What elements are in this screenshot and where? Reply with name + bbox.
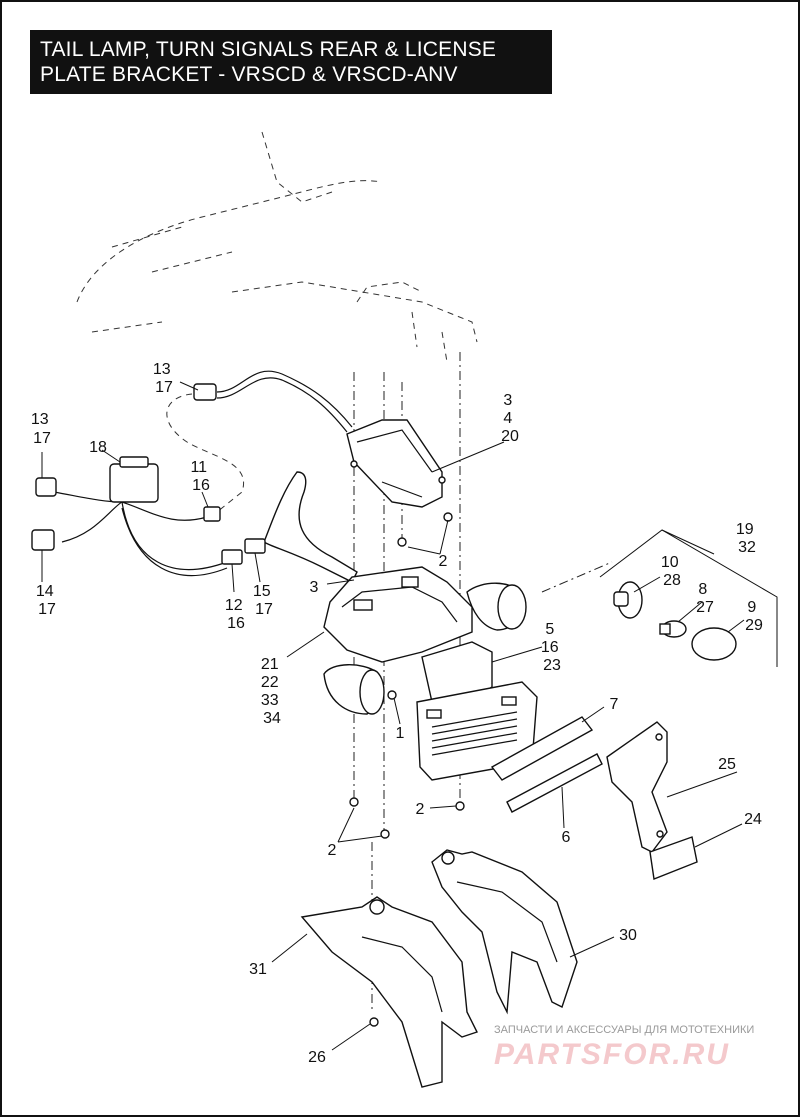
callout-26: 26 — [308, 1049, 326, 1066]
leader-lines — [41, 381, 745, 1051]
callout-21-22-33-34: 21 22 33 34 — [261, 656, 283, 727]
callout-2-right: 2 — [416, 801, 425, 818]
fender-bracket — [323, 566, 473, 663]
callout-11-16: 11 16 — [190, 459, 211, 494]
callout-14-17: 14 17 — [36, 583, 58, 618]
callout-13-17-left: 13 17 — [31, 411, 53, 447]
callout-3-4-20: 3 4 20 — [501, 392, 519, 445]
watermark-caption: ЗАПЧАСТИ И АКСЕССУАРЫ ДЛЯ МОТОТЕХНИКИ — [494, 1024, 755, 1036]
callout-3-mid: 3 — [310, 579, 319, 596]
turn-signal-right — [466, 582, 527, 631]
callout-1: 1 — [396, 725, 405, 742]
callout-7: 7 — [610, 696, 619, 713]
watermark-logo: PARTSFOR.RU — [494, 1038, 730, 1071]
callout-2-left: 2 — [328, 842, 337, 859]
wiring-harness — [53, 370, 358, 583]
callout-5-16-23: 5 16 23 — [541, 621, 563, 674]
connector-13-17-top — [193, 383, 217, 401]
lens-9 — [691, 627, 737, 661]
title-line-1: TAIL LAMP, TURN SIGNALS REAR & LICENSE — [40, 38, 497, 61]
connectors — [31, 383, 266, 565]
side-cover-31 — [300, 896, 478, 1088]
frame-ghost-outline — [76, 131, 478, 363]
connector-13-17-left — [35, 477, 57, 497]
callout-6: 6 — [562, 829, 571, 846]
connector-14-17 — [31, 529, 55, 551]
connector-11-16 — [203, 506, 221, 522]
callout-labels: 13 17 13 17 18 11 16 14 17 12 16 — [31, 361, 763, 1066]
callout-30: 30 — [619, 927, 637, 944]
callout-15-17: 15 17 — [253, 583, 275, 618]
diagram-title: TAIL LAMP, TURN SIGNALS REAR & LICENSE P… — [30, 30, 552, 94]
lens-and-bulb-kit — [599, 529, 778, 667]
reflector-parts — [490, 716, 603, 813]
callout-18: 18 — [89, 439, 107, 456]
screws — [349, 512, 465, 1027]
title-line-2: PLATE BRACKET - VRSCD & VRSCD-ANV — [40, 63, 458, 86]
turn-signal-left — [323, 664, 385, 715]
callout-12-16: 12 16 — [225, 597, 247, 632]
watermark: ЗАПЧАСТИ И АКСЕССУАРЫ ДЛЯ МОТОТЕХНИКИ PA… — [494, 1024, 794, 1094]
callout-13-17-top: 13 17 — [153, 361, 175, 396]
callout-8-27: 8 27 — [696, 581, 714, 616]
connector-12-16 — [221, 549, 243, 565]
tail-lamp-housing — [346, 419, 446, 508]
side-cover-30 — [431, 849, 578, 1015]
callout-19-32: 19 32 — [736, 521, 758, 556]
license-plate-frame — [416, 641, 538, 781]
plate-frame-grille — [431, 711, 518, 756]
callout-24: 24 — [744, 811, 762, 828]
callout-2-top: 2 — [439, 553, 448, 570]
connector-15-17 — [244, 538, 266, 554]
callout-10-28: 10 28 — [661, 554, 683, 589]
callout-25: 25 — [718, 756, 736, 773]
license-bracket — [606, 721, 698, 880]
module-18 — [109, 463, 159, 503]
callout-31: 31 — [249, 961, 267, 978]
callout-9-29: 9 29 — [745, 599, 763, 634]
